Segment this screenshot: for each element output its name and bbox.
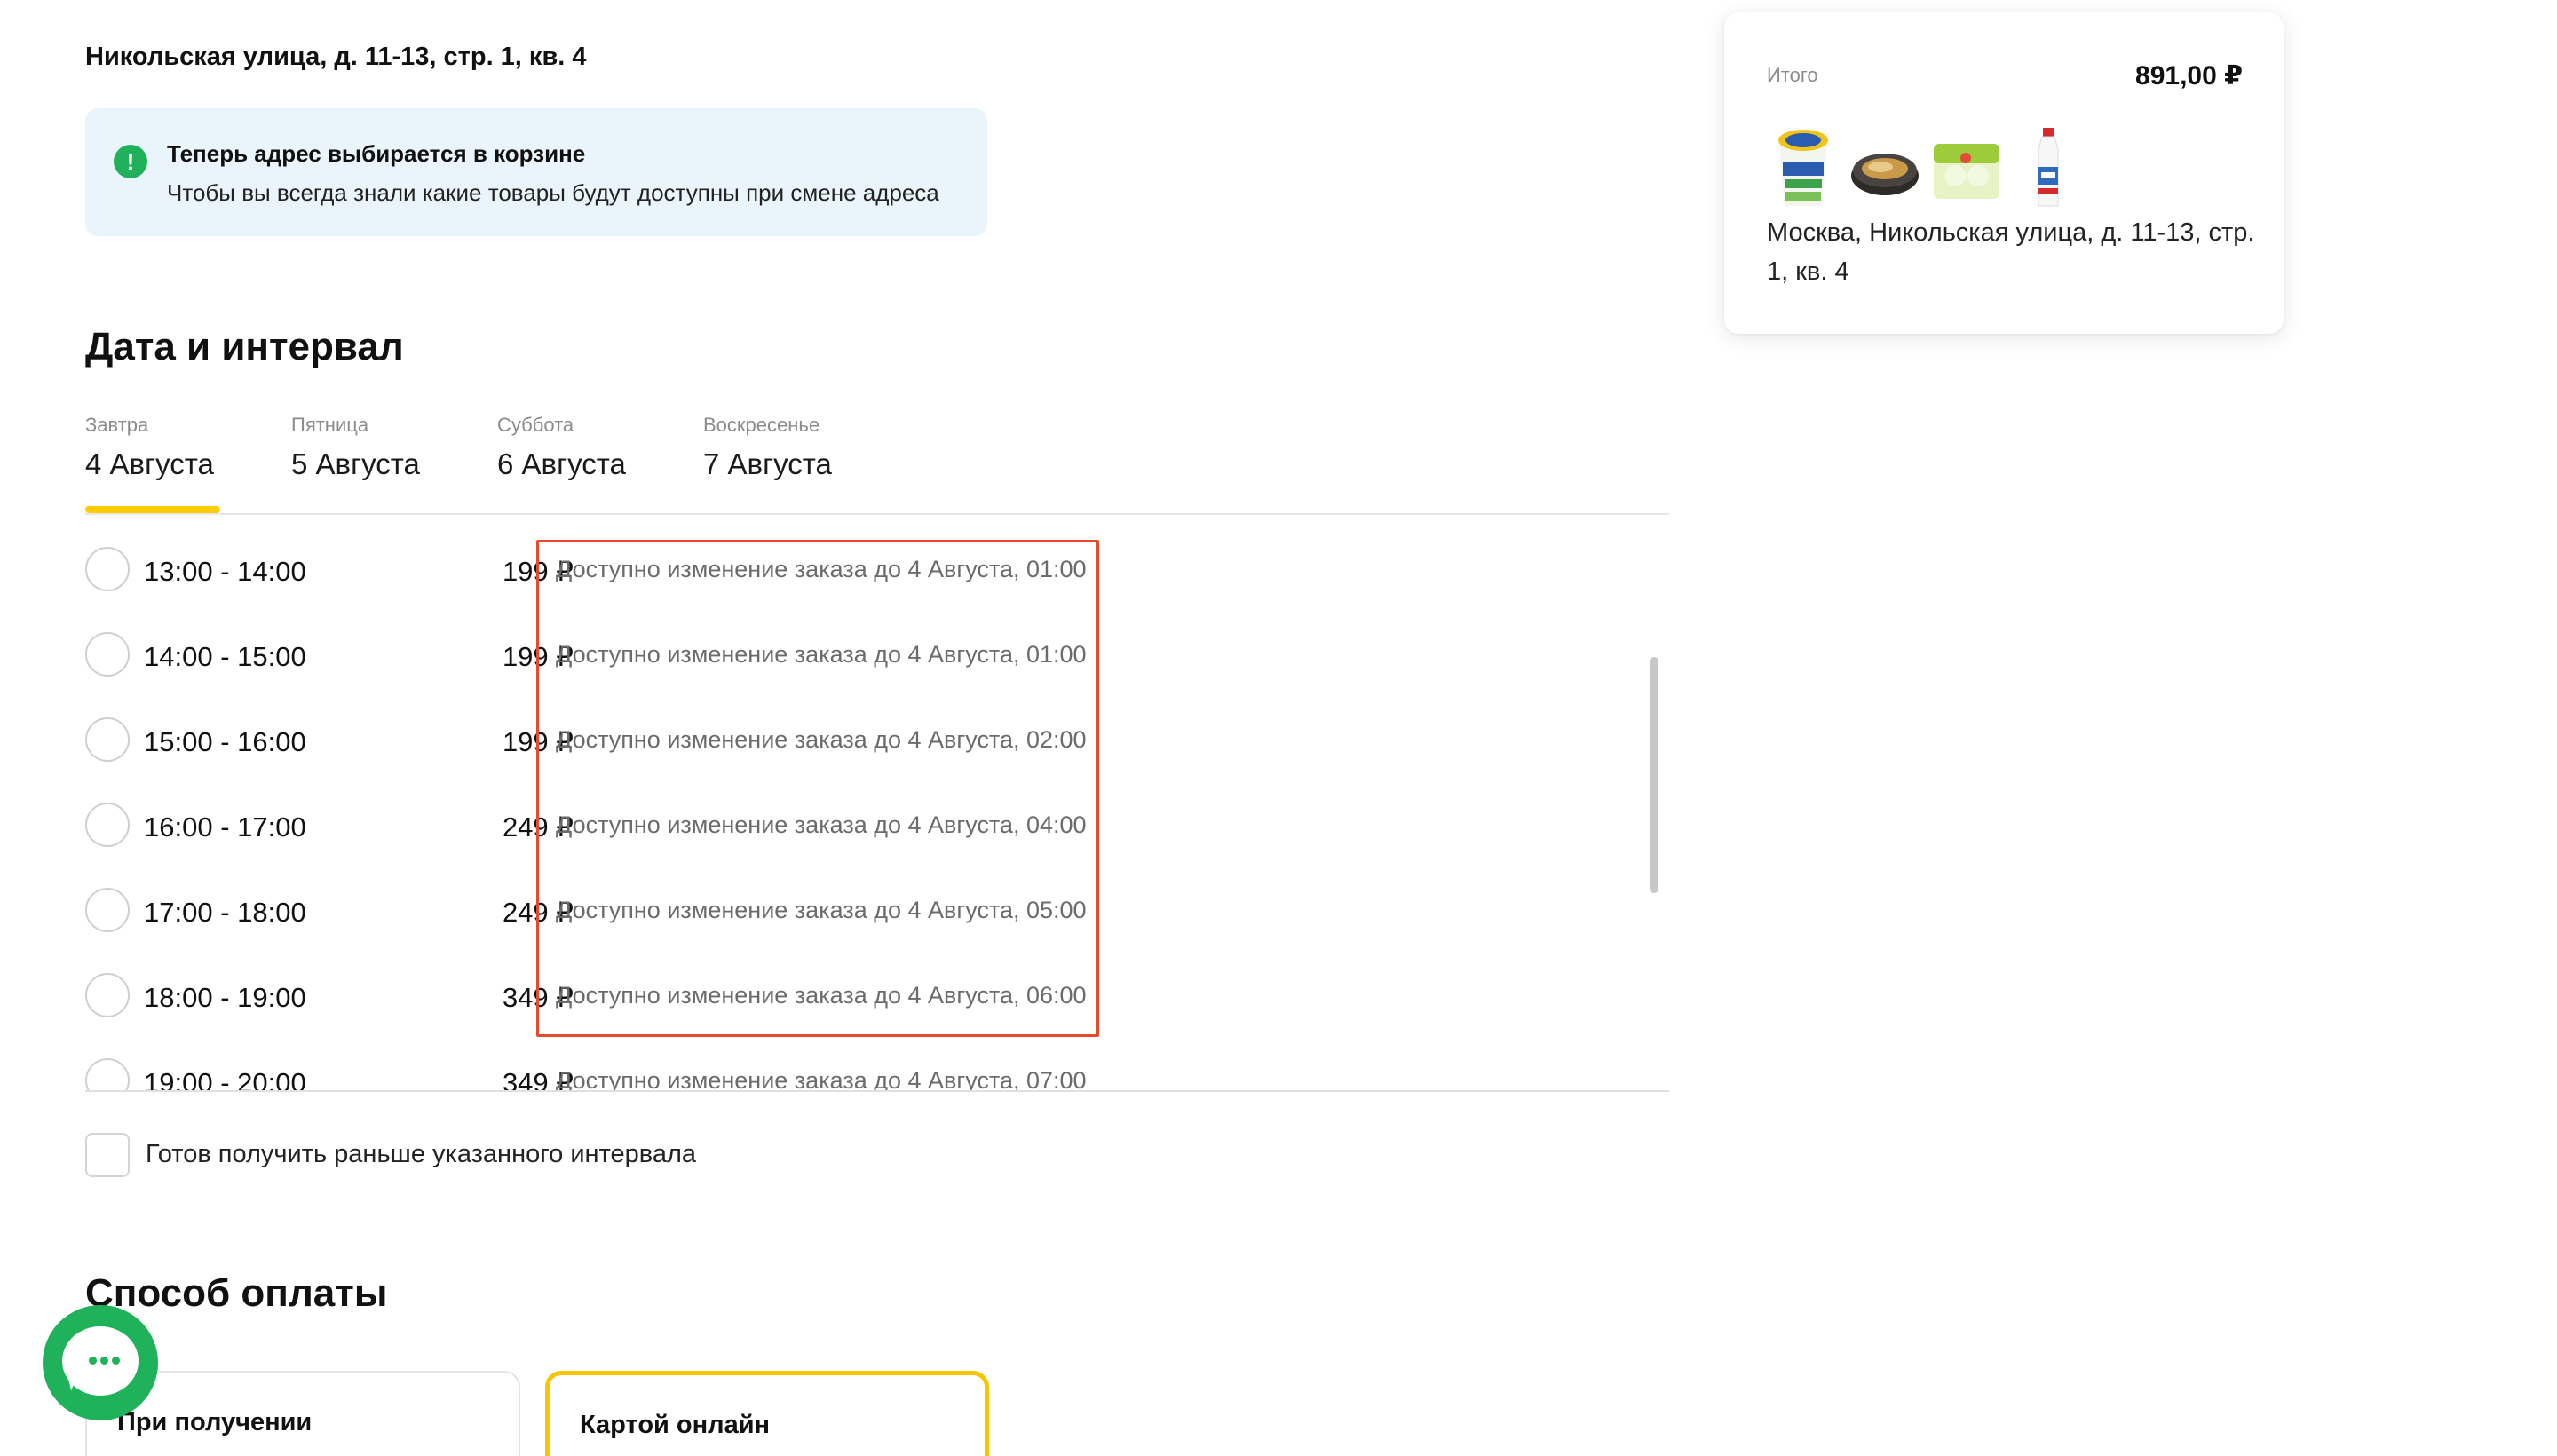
slot-time: 13:00 - 14:00 [144,556,306,587]
order-summary-card: Итого 891,00 ₽ [1724,12,2284,334]
cart-item-thumbnails [1767,124,2122,213]
slot-list-scrollbar[interactable] [1650,657,1658,893]
chat-button[interactable] [43,1305,158,1420]
notice-title: Теперь адрес выбирается в корзине [167,140,586,167]
time-slot[interactable]: 13:00 - 14:00 199 ₽ Доступно изменение з… [85,517,1669,602]
slot-change-deadline: Доступно изменение заказа до 4 Августа, … [556,982,1087,1009]
date-tabs: Завтра 4 Августа Пятница 5 Августа Суббо… [85,414,1669,517]
payment-option-card-online[interactable]: Картой онлайн [545,1371,989,1456]
payment-section-title: Способ оплаты [85,1271,388,1315]
delivery-address: Никольская улица, д. 11-13, стр. 1, кв. … [85,43,587,71]
slot-time: 18:00 - 19:00 [144,982,306,1013]
time-slot[interactable]: 17:00 - 18:00 249 ₽ Доступно изменение з… [85,858,1669,943]
address-notice: ! Теперь адрес выбирается в корзине Чтоб… [85,108,987,236]
time-slot[interactable]: 15:00 - 16:00 199 ₽ Доступно изменение з… [85,687,1669,772]
tab-date-3[interactable]: Суббота 6 Августа [497,414,626,517]
slot-radio[interactable] [85,1058,130,1090]
tab-date-label: 7 Августа [703,447,832,480]
slot-time: 17:00 - 18:00 [144,897,306,928]
slot-radio[interactable] [85,803,130,847]
tab-date-1[interactable]: Завтра 4 Августа [85,414,220,517]
exclamation-icon: ! [114,145,147,178]
slot-radio[interactable] [85,547,130,591]
deadline-highlight-box [536,540,1099,1037]
notice-text: Чтобы вы всегда знали какие товары будут… [167,179,939,206]
tab-day-label: Пятница [291,414,369,436]
slot-change-deadline: Доступно изменение заказа до 4 Августа, … [556,1067,1087,1090]
canned-fish-thumbnail [1851,154,1919,195]
slot-radio[interactable] [85,888,130,932]
payment-option-on-delivery[interactable]: При получении [85,1371,520,1456]
slot-time: 14:00 - 15:00 [144,641,306,672]
slot-change-deadline: Доступно изменение заказа до 4 Августа, … [556,726,1087,753]
payment-option-label: При получении [117,1408,313,1436]
slot-time: 15:00 - 16:00 [144,726,306,757]
tab-day-label: Завтра [85,414,149,436]
summary-label: Итого [1767,64,1818,86]
active-tab-indicator [85,506,220,513]
summary-total: 891,00 ₽ [2135,61,2243,91]
early-delivery-label[interactable]: Готов получить раньше указанного интерва… [146,1140,697,1168]
slot-change-deadline: Доступно изменение заказа до 4 Августа, … [556,897,1087,923]
slot-time: 19:00 - 20:00 [144,1067,306,1090]
time-slot[interactable]: 18:00 - 19:00 349 ₽ Доступно изменение з… [85,943,1669,1028]
payment-option-label: Картой онлайн [580,1411,771,1439]
slot-change-deadline: Доступно изменение заказа до 4 Августа, … [556,641,1087,668]
slot-change-deadline: Доступно изменение заказа до 4 Августа, … [556,811,1087,838]
slot-price: 349 ₽ [502,1067,574,1090]
slots-divider [85,1090,1669,1092]
tab-day-label: Воскресенье [703,414,820,436]
slot-radio[interactable] [85,632,130,677]
slot-radio[interactable] [85,973,130,1017]
tab-date-label: 5 Августа [291,447,420,480]
early-delivery-checkbox[interactable] [85,1133,130,1177]
tab-date-label: 4 Августа [85,447,214,480]
time-slot-list[interactable]: 13:00 - 14:00 199 ₽ Доступно изменение з… [85,517,1669,1090]
slot-radio[interactable] [85,717,130,762]
paper-towels-thumbnail [1934,144,1999,199]
summary-address: Москва, Никольская улица, д. 11-13, стр.… [1767,218,2255,286]
time-slot[interactable]: 19:00 - 20:00 349 ₽ Доступно изменение з… [85,1028,1669,1090]
milk-bottle-thumbnail [2038,128,2059,207]
slot-change-deadline: Доступно изменение заказа до 4 Августа, … [556,556,1087,582]
tab-day-label: Суббота [497,414,574,436]
tab-date-label: 6 Августа [497,447,626,480]
tabs-divider [85,513,1669,515]
chat-bubble-icon [62,1326,139,1396]
tab-date-2[interactable]: Пятница 5 Августа [291,414,420,517]
tab-date-4[interactable]: Воскресенье 7 Августа [703,414,832,517]
yogurt-cup-thumbnail [1778,130,1828,206]
slot-time: 16:00 - 17:00 [144,811,306,843]
date-section-title: Дата и интервал [85,325,404,368]
time-slot[interactable]: 16:00 - 17:00 249 ₽ Доступно изменение з… [85,772,1669,858]
